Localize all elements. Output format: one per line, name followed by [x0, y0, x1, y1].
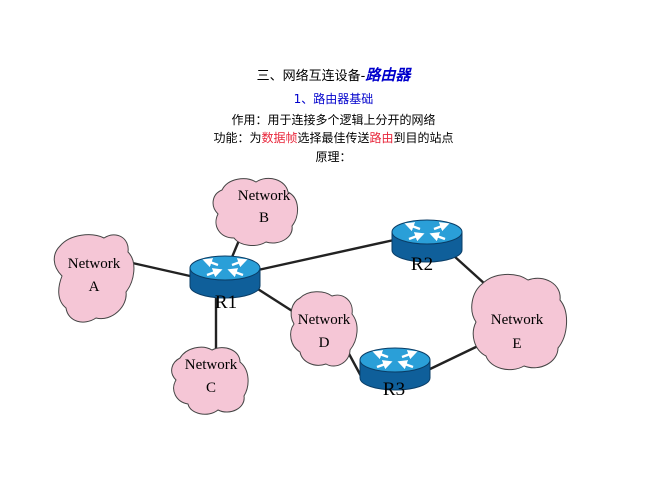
router-r3: [359, 347, 431, 391]
heading-prefix: 三、网络互连设备-: [256, 69, 366, 84]
network-b-label-2: B: [259, 210, 269, 226]
network-d-label-1: Network: [298, 312, 351, 328]
network-c-label-1: Network: [185, 357, 238, 373]
function-term-frame: 数据帧: [261, 131, 298, 145]
network-cloud-b: Network B: [212, 177, 298, 246]
function-middle: 选择最佳传送: [297, 131, 370, 145]
nodes-layer: Network A Network B Network C Network D …: [53, 177, 567, 415]
network-cloud-a: Network A: [53, 234, 135, 323]
network-a-label-1: Network: [68, 256, 121, 272]
network-b-label-1: Network: [238, 188, 291, 204]
network-e-label-2: E: [512, 336, 521, 352]
router-r1-label: R1: [215, 292, 237, 313]
network-cloud-c: Network C: [171, 346, 249, 415]
network-e-label-1: Network: [491, 312, 544, 328]
router-r2-top: [391, 219, 463, 245]
links-layer: [127, 237, 497, 379]
network-a-label-2: A: [89, 279, 100, 295]
subheading: 1、路由器基础: [293, 92, 374, 106]
purpose-text: 作用：用于连接多个逻辑上分开的网络: [231, 113, 436, 127]
network-cloud-d: Network D: [290, 291, 358, 367]
router-r3-arrows-icon: [372, 350, 418, 370]
function-suffix: 到目的站点: [393, 131, 454, 145]
link-r1-a: [127, 260, 191, 278]
router-r2-label: R2: [411, 254, 433, 275]
heading-highlight: 路由器: [365, 66, 411, 84]
router-r2: [391, 219, 463, 263]
router-r3-label: R3: [383, 379, 405, 400]
function-term-route: 路由: [369, 131, 394, 145]
router-r1-arrows-icon: [202, 258, 248, 278]
network-d-label-2: D: [319, 335, 330, 351]
function-prefix: 功能：为: [213, 131, 262, 145]
link-r1-r2: [257, 238, 395, 272]
router-r1: [189, 255, 261, 299]
heading: 三、网络互连设备-路由器: [0, 64, 667, 85]
router-r3-top: [359, 347, 431, 373]
network-c-label-2: C: [206, 380, 216, 396]
function-text: 功能：为数据帧选择最佳传送路由到目的站点: [0, 129, 667, 146]
router-r2-arrows-icon: [404, 222, 450, 242]
network-cloud-e: Network E: [471, 274, 567, 371]
link-r3-e: [427, 344, 479, 372]
principle-label: 原理：: [315, 150, 352, 164]
router-r1-top: [189, 255, 261, 281]
